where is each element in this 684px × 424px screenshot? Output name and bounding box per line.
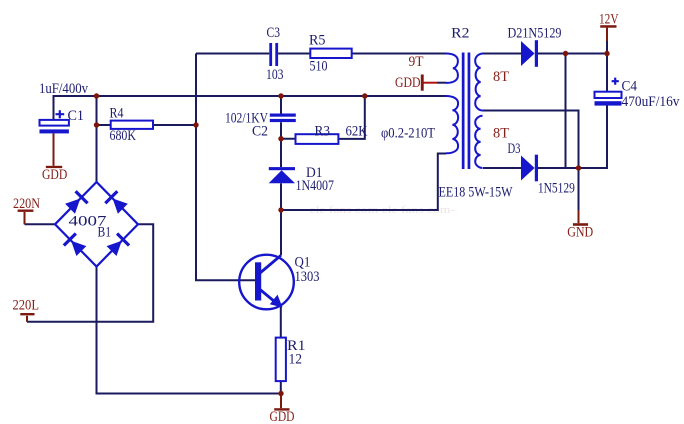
svg-text:φ0.2-210T: φ0.2-210T xyxy=(381,126,435,142)
svg-text:1N4007: 1N4007 xyxy=(296,178,335,194)
svg-text:D3: D3 xyxy=(508,141,521,157)
svg-text:C1: C1 xyxy=(68,108,85,124)
svg-text:1303: 1303 xyxy=(295,269,320,285)
svg-text:680K: 680K xyxy=(110,128,137,144)
svg-text:D21N5129: D21N5129 xyxy=(508,25,562,41)
svg-text:C2: C2 xyxy=(252,123,268,139)
svg-text:R5: R5 xyxy=(309,33,326,49)
svg-text:R1: R1 xyxy=(287,338,306,354)
svg-text:GND: GND xyxy=(567,225,593,241)
svg-text:102/1KV: 102/1KV xyxy=(225,111,268,127)
svg-text:R4: R4 xyxy=(110,106,124,122)
svg-text:220L: 220L xyxy=(13,298,40,314)
svg-text:12: 12 xyxy=(289,352,303,368)
svg-text:220N: 220N xyxy=(13,196,40,212)
svg-text:62K: 62K xyxy=(346,123,368,139)
svg-text:1N5129: 1N5129 xyxy=(538,180,575,196)
svg-text:C4: C4 xyxy=(622,79,638,95)
svg-text:8T: 8T xyxy=(493,126,509,142)
svg-text:103: 103 xyxy=(266,67,284,83)
svg-text:8T: 8T xyxy=(493,69,509,85)
svg-text:D1: D1 xyxy=(306,165,323,181)
svg-text:12V: 12V xyxy=(599,12,619,28)
svg-text:GDD: GDD xyxy=(270,409,295,424)
svg-text:510: 510 xyxy=(310,58,328,74)
svg-text:4007: 4007 xyxy=(69,214,108,230)
svg-text:9T: 9T xyxy=(409,54,424,70)
svg-text:1uF/400v: 1uF/400v xyxy=(39,81,88,97)
svg-text:R3: R3 xyxy=(315,123,331,139)
svg-text:R2: R2 xyxy=(451,25,469,41)
svg-text:GDD: GDD xyxy=(42,167,67,183)
svg-text:EE18 5W-15W: EE18 5W-15W xyxy=(439,185,514,201)
svg-text:470uF/16v: 470uF/16v xyxy=(622,94,680,110)
svg-text:Q1: Q1 xyxy=(295,254,311,270)
svg-text:GDD: GDD xyxy=(395,75,421,91)
svg-text:B1: B1 xyxy=(98,225,112,241)
svg-text:C3: C3 xyxy=(267,25,281,41)
